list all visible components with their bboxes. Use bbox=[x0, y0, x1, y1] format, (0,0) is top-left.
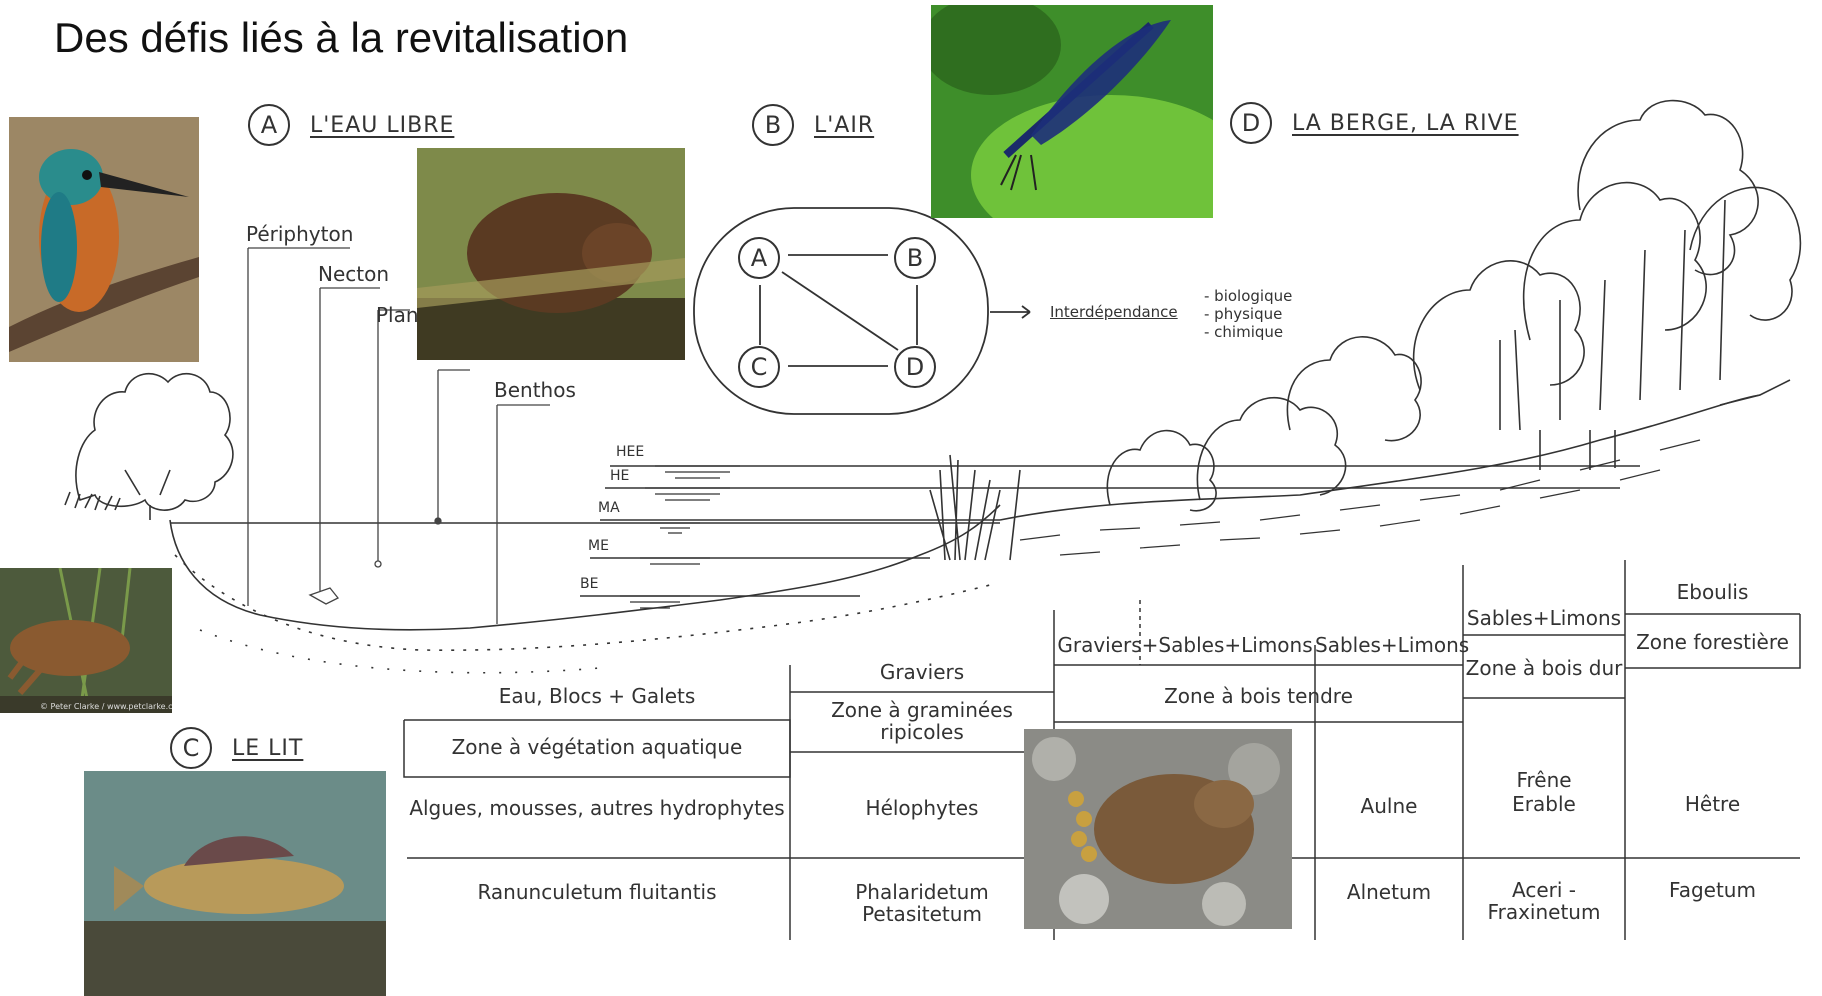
level-me: ME bbox=[588, 538, 609, 554]
section-d-label: LA BERGE, LA RIVE bbox=[1292, 111, 1519, 136]
section-d-letter: D bbox=[1230, 102, 1272, 144]
section-a-label: L'EAU LIBRE bbox=[310, 113, 454, 138]
assoc-alnetum: Alnetum bbox=[1315, 880, 1463, 904]
section-b-label: L'AIR bbox=[814, 113, 874, 138]
zone-graminees-1: Zone à graminées bbox=[790, 698, 1054, 722]
assoc-ranunculetum: Ranunculetum fluitantis bbox=[404, 880, 790, 904]
label-plancton: Plan bbox=[376, 303, 419, 327]
zone-eboulis: Eboulis bbox=[1625, 580, 1800, 604]
section-c-letter: C bbox=[170, 727, 212, 769]
zone-bois-dur: Zone à bois dur bbox=[1463, 656, 1625, 680]
node-c: C bbox=[738, 346, 780, 388]
section-c-label: LE LIT bbox=[232, 736, 303, 761]
assoc-aceri: Aceri - bbox=[1463, 878, 1625, 902]
section-b-letter: B bbox=[752, 104, 794, 146]
interdependence-type-1: - biologique bbox=[1204, 287, 1292, 305]
interdependence-type-2: - physique bbox=[1204, 305, 1282, 323]
dragonfly-photo bbox=[931, 5, 1213, 218]
assoc-phalaridetum: Phalaridetum bbox=[790, 880, 1054, 904]
interdependence-label: Interdépendance bbox=[1050, 303, 1178, 321]
zone-sables-limons-2: Sables+Limons bbox=[1463, 606, 1625, 630]
label-periphyton: Périphyton bbox=[246, 222, 353, 246]
label-benthos: Benthos bbox=[494, 378, 576, 402]
veg-hetre: Hêtre bbox=[1625, 792, 1800, 816]
veg-algues: Algues, mousses, autres hydrophytes bbox=[404, 796, 790, 820]
zone-bois-tendre: Zone à bois tendre bbox=[1054, 684, 1463, 708]
zone-forestiere: Zone forestière bbox=[1625, 630, 1800, 654]
grayling-fish-photo bbox=[84, 771, 386, 996]
level-he: HE bbox=[610, 468, 629, 484]
node-d: D bbox=[894, 346, 936, 388]
level-be: BE bbox=[580, 576, 598, 592]
assoc-petasitetum: Petasitetum bbox=[790, 902, 1054, 926]
veg-aulne: Aulne bbox=[1315, 794, 1463, 818]
assoc-fraxinetum: Fraxinetum bbox=[1463, 900, 1625, 924]
node-a: A bbox=[738, 237, 780, 279]
toad-photo bbox=[1024, 729, 1292, 929]
photo-credit: © Peter Clarke / www.petclarke.com bbox=[40, 702, 172, 711]
zone-vegetation-aquatique: Zone à végétation aquatique bbox=[404, 735, 790, 759]
assoc-fagetum: Fagetum bbox=[1625, 878, 1800, 902]
label-necton: Necton bbox=[318, 262, 389, 286]
crayfish-photo: © Peter Clarke / www.petclarke.com bbox=[0, 568, 172, 713]
node-b: B bbox=[894, 237, 936, 279]
interdependence-type-3: - chimique bbox=[1204, 323, 1283, 341]
zone-graminees-2: ripicoles bbox=[790, 720, 1054, 744]
section-d-header: D LA BERGE, LA RIVE bbox=[1230, 102, 1519, 144]
veg-helophytes: Hélophytes bbox=[790, 796, 1054, 820]
beaver-photo bbox=[417, 148, 685, 360]
zone-eau-blocs: Eau, Blocs + Galets bbox=[404, 684, 790, 708]
veg-frene: Frêne bbox=[1463, 768, 1625, 792]
veg-erable: Erable bbox=[1463, 792, 1625, 816]
level-hee: HEE bbox=[616, 444, 644, 460]
section-a-header: A L'EAU LIBRE bbox=[248, 104, 454, 146]
kingfisher-photo bbox=[9, 117, 199, 362]
section-c-header: C LE LIT bbox=[170, 727, 303, 769]
zone-graviers: Graviers bbox=[790, 660, 1054, 684]
section-a-letter: A bbox=[248, 104, 290, 146]
zone-graviers-sables: Graviers+Sables+Limons bbox=[1054, 633, 1316, 657]
level-ma: MA bbox=[598, 500, 620, 516]
zone-sables-limons-1: Sables+Limons bbox=[1315, 633, 1463, 657]
section-b-header: B L'AIR bbox=[752, 104, 874, 146]
